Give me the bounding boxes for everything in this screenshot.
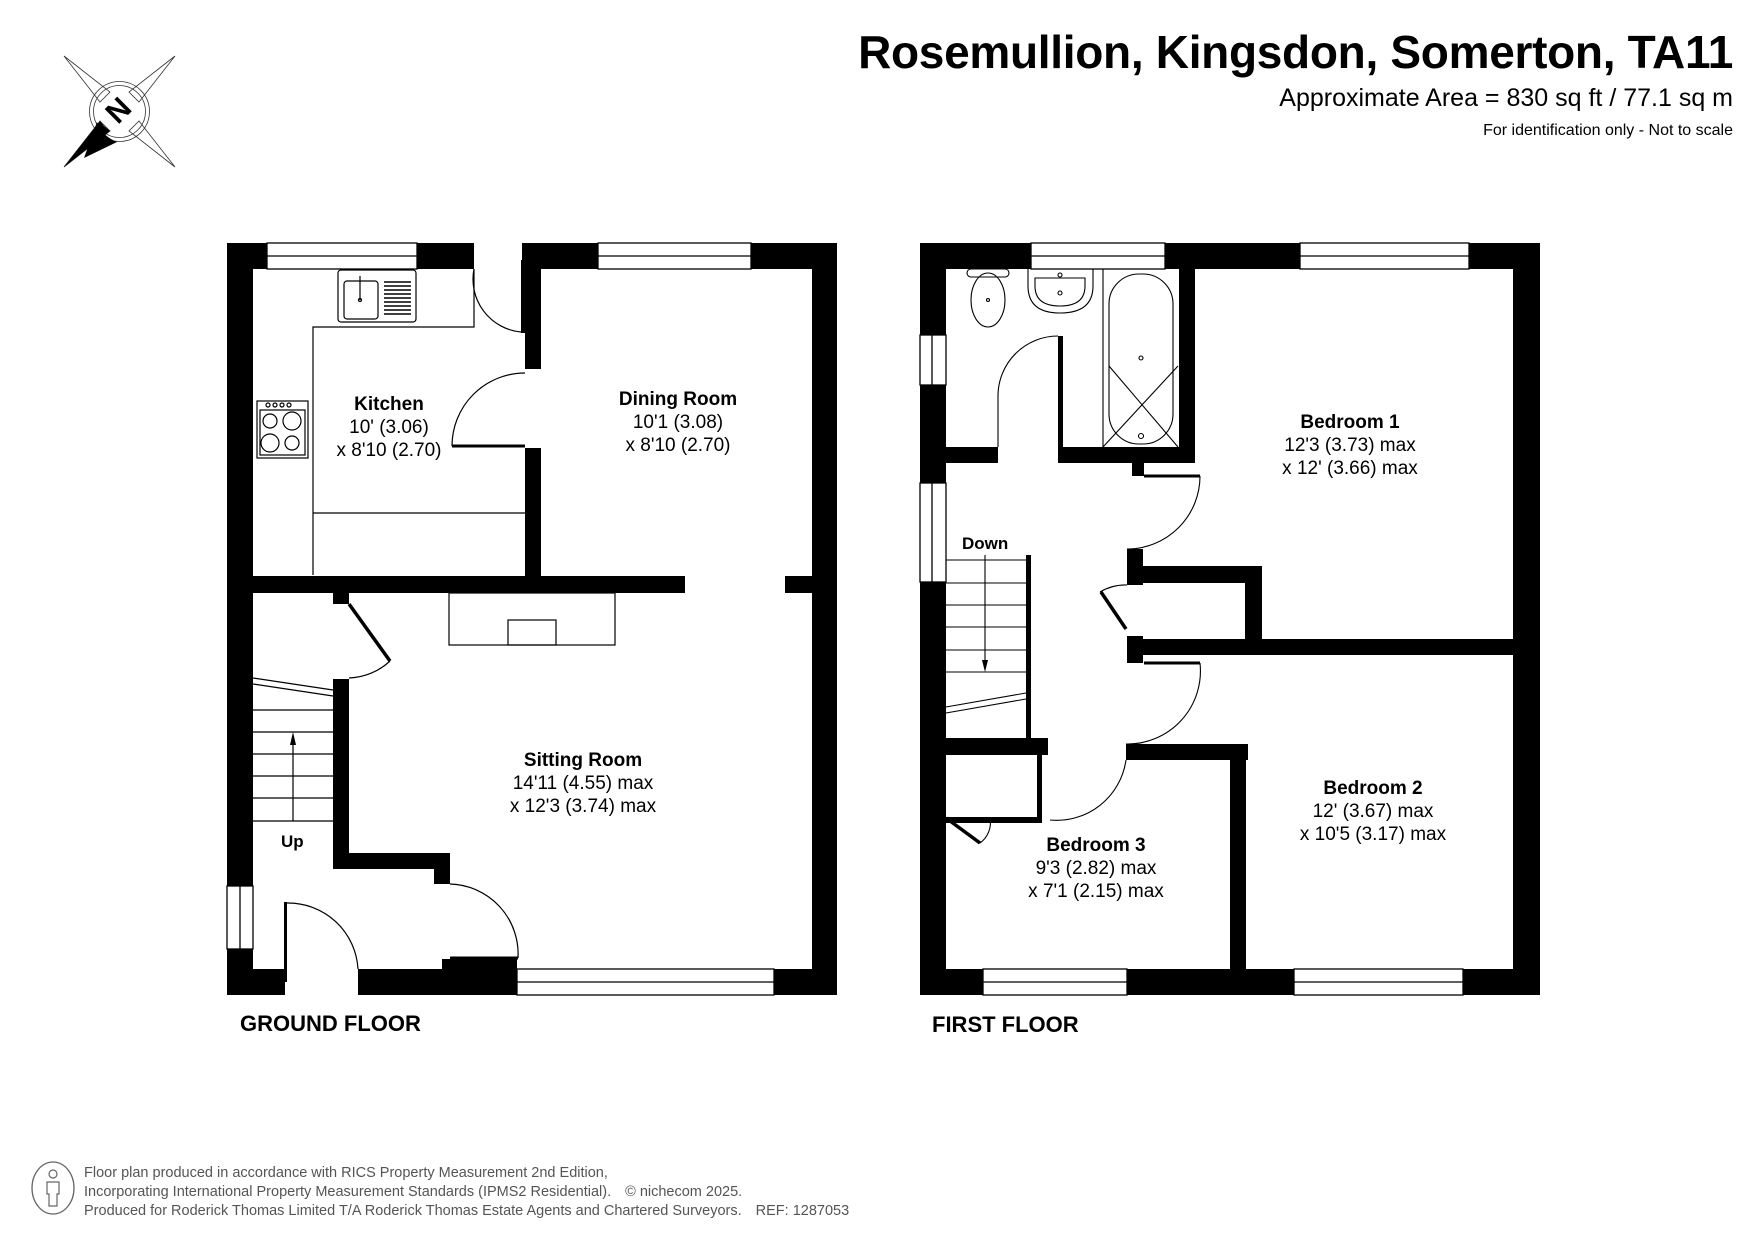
scale-disclaimer: For identification only - Not to scale [1483, 122, 1733, 139]
stairs-down-label: Down [962, 534, 1009, 553]
room-name: Kitchen [354, 394, 424, 415]
room-bedroom-3: Bedroom 3 9'3 (2.82) max x 7'1 (2.15) ma… [1028, 834, 1164, 903]
stairs-up-arrow-icon [290, 732, 296, 745]
room-name: Sitting Room [523, 750, 643, 771]
person-measurement-icon [31, 1161, 75, 1215]
room-dimension: 10'1 (3.08) [632, 412, 724, 433]
room-dimension: x 7'1 (2.15) max [1028, 881, 1164, 902]
footer-line-3: Produced for Roderick Thomas Limited T/A… [84, 1203, 850, 1219]
room-dimension: x 8'10 (2.70) [625, 435, 731, 456]
room-name: Bedroom 2 [1323, 778, 1423, 799]
room-dining-room: Dining Room 10'1 (3.08) x 8'10 (2.70) [619, 388, 737, 457]
first-floor-plan [920, 243, 1540, 995]
room-dimension: 10' (3.06) [349, 417, 429, 438]
first-floor-fixtures [944, 268, 1201, 845]
ground-floor-plan [227, 243, 837, 995]
first-floor-label: FIRST FLOOR [932, 1012, 1079, 1037]
room-dimension: x 12'3 (3.74) max [509, 796, 657, 817]
first-floor-windows [919, 242, 1470, 996]
room-dimension: 14'11 (4.55) max [512, 773, 654, 794]
room-dimension: x 10'5 (3.17) max [1299, 824, 1447, 845]
room-dimension: 12' (3.67) max [1312, 801, 1434, 822]
stairs-down-arrow-icon [982, 660, 988, 672]
footer-disclaimer: Floor plan produced in accordance with R… [84, 1164, 849, 1221]
room-sitting-room: Sitting Room 14'11 (4.55) max x 12'3 (3.… [510, 749, 656, 818]
room-dimension: x 12' (3.66) max [1282, 458, 1418, 479]
room-bedroom-2: Bedroom 2 12' (3.67) max x 10'5 (3.17) m… [1300, 777, 1446, 846]
footer-line-2: Incorporating International Property Mea… [84, 1184, 743, 1200]
room-kitchen: Kitchen 10' (3.06) x 8'10 (2.70) [336, 393, 441, 462]
north-compass-icon: N [63, 55, 176, 168]
room-name: Dining Room [618, 389, 738, 410]
copyright: © nichecom 2025. [625, 1184, 743, 1200]
ground-floor-fixtures [252, 268, 616, 970]
room-dimension: 12'3 (3.73) max [1284, 435, 1416, 456]
property-title: Rosemullion, Kingsdon, Somerton, TA11 [858, 26, 1733, 78]
ground-floor-windows [226, 242, 775, 996]
approximate-area: Approximate Area = 830 sq ft / 77.1 sq m [1279, 84, 1733, 112]
room-name: Bedroom 3 [1046, 835, 1146, 856]
footer-line-1: Floor plan produced in accordance with R… [84, 1165, 608, 1181]
reference-number: REF: 1287053 [755, 1203, 850, 1219]
room-dimension: 9'3 (2.82) max [1035, 858, 1157, 879]
ground-floor-label: GROUND FLOOR [240, 1011, 421, 1036]
room-bedroom-1: Bedroom 1 12'3 (3.73) max x 12' (3.66) m… [1282, 411, 1418, 480]
stairs-up-label: Up [281, 832, 304, 851]
room-name: Bedroom 1 [1300, 412, 1400, 433]
room-dimension: x 8'10 (2.70) [336, 440, 442, 461]
